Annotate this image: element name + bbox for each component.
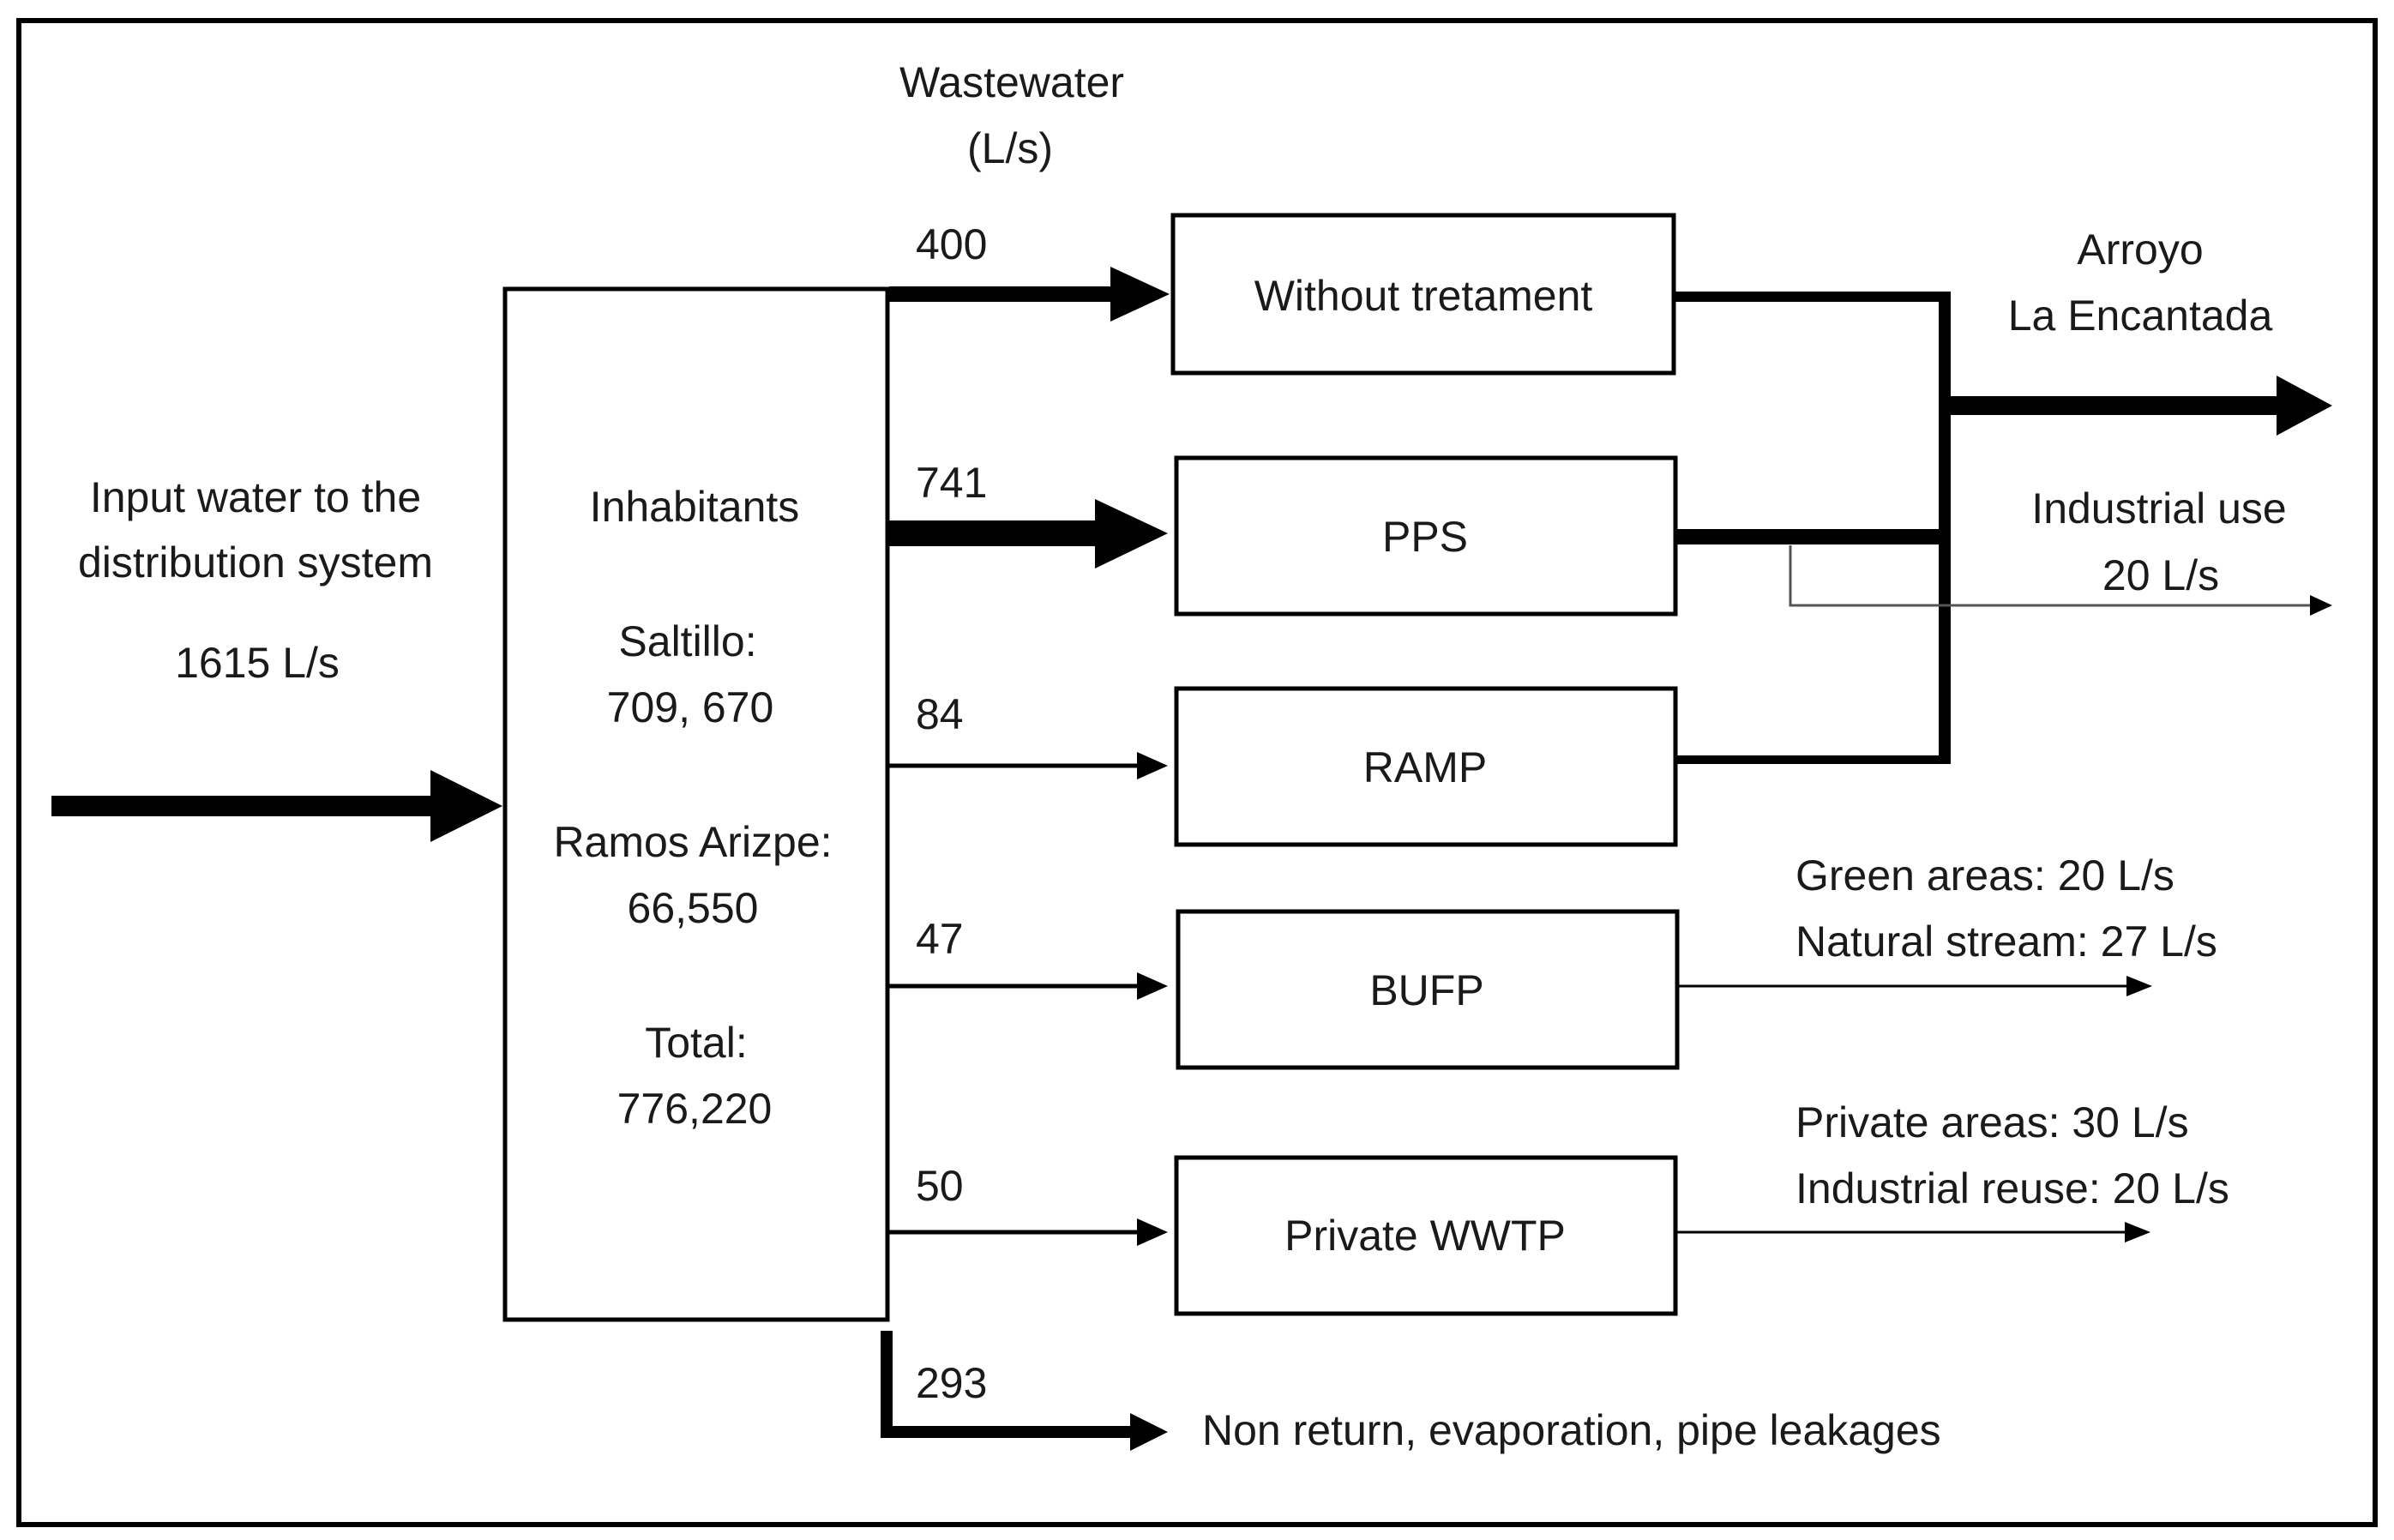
box-without-treatment <box>1170 213 1676 376</box>
bufp-output-line2: Natural stream: 27 L/s <box>1796 917 2217 966</box>
diagram-frame <box>16 18 2378 1527</box>
total-label: Total: <box>645 1019 748 1067</box>
flow-label-bufp: 47 <box>916 915 964 963</box>
box-bufp-label: BUFP <box>1369 966 1483 1014</box>
total-value: 776,220 <box>617 1085 773 1133</box>
saltillo-label: Saltillo: <box>618 617 756 665</box>
arrow-bufp <box>889 972 1168 1000</box>
flow-label-private-wwtp: 50 <box>916 1162 964 1210</box>
private-wwtp-output-line1: Private areas: 30 L/s <box>1796 1098 2189 1146</box>
ramos-arizpe-label: Ramos Arizpe: <box>553 818 832 866</box>
input-arrow <box>51 770 502 842</box>
input-label-line1: Input water to the <box>90 473 421 521</box>
industrial-use-label-line2: 20 L/s <box>2102 551 2219 599</box>
input-flow-value: 1615 L/s <box>175 639 340 687</box>
box-pps <box>1174 455 1678 617</box>
losses-label: Non return, evaporation, pipe leakages <box>1202 1406 1941 1454</box>
losses-flow-value: 293 <box>916 1359 987 1407</box>
input-label-line2: distribution system <box>78 538 433 587</box>
box-ramp-label: RAMP <box>1363 743 1487 791</box>
arrow-private-wwtp-output <box>1675 1222 2150 1242</box>
box-without-treatment-label: Without tretament <box>1254 272 1593 320</box>
box-private-wwtp-label: Private WWTP <box>1284 1212 1566 1260</box>
arrow-losses <box>881 1331 1168 1451</box>
arrow-pps <box>889 499 1168 568</box>
box-pps-label: PPS <box>1382 513 1468 561</box>
arrow-bufp-output <box>1677 976 2152 996</box>
flow-label-without-treatment: 400 <box>916 220 987 268</box>
industrial-use-label-line1: Industrial use <box>2031 484 2286 532</box>
ramos-arizpe-value: 66,550 <box>628 884 759 932</box>
arrow-industrial-use <box>1789 545 2332 616</box>
wastewater-header-line2: (L/s) <box>967 124 1053 172</box>
collector-lines <box>1674 292 1951 764</box>
arrow-ramp <box>889 752 1168 779</box>
box-bufp <box>1176 909 1680 1070</box>
flow-label-pps: 741 <box>916 459 987 507</box>
private-wwtp-output-line2: Industrial reuse: 20 L/s <box>1796 1164 2229 1212</box>
bufp-output-line1: Green areas: 20 L/s <box>1796 851 2174 899</box>
arroyo-label-line1: Arroyo <box>2077 226 2203 274</box>
wastewater-header-line1: Wastewater <box>899 58 1124 106</box>
saltillo-value: 709, 670 <box>607 683 774 731</box>
flow-label-ramp: 84 <box>916 690 964 738</box>
inhabitants-box <box>502 286 890 1322</box>
box-private-wwtp <box>1174 1155 1678 1316</box>
arrow-without-treatment <box>889 267 1170 322</box>
box-ramp <box>1174 686 1678 847</box>
arrow-arroyo <box>1951 376 2332 436</box>
inhabitants-title: Inhabitants <box>590 483 800 531</box>
arrow-private-wwtp <box>889 1218 1168 1246</box>
arroyo-label-line2: La Encantada <box>2008 292 2273 340</box>
